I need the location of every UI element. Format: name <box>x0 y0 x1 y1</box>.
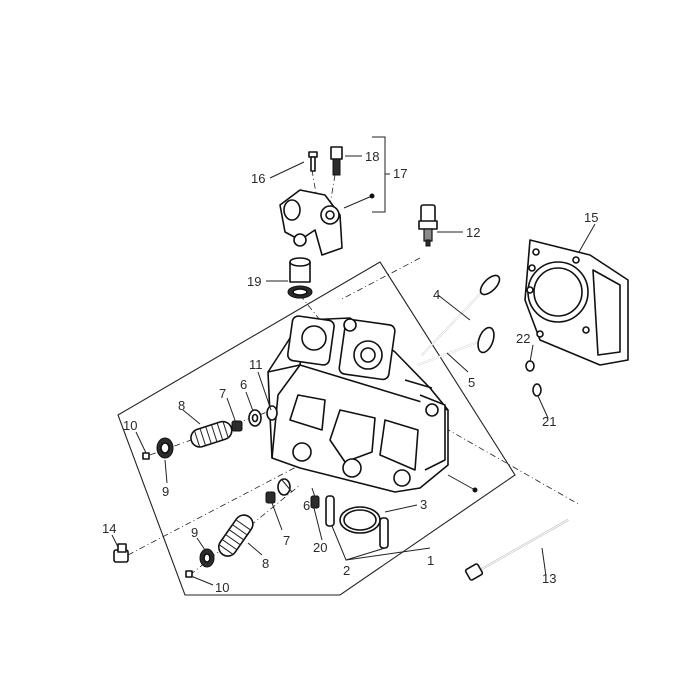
axis-line-thermo <box>299 294 321 321</box>
callout-7-upper: 7 <box>219 386 226 401</box>
callout-10-lower: 10 <box>215 580 229 595</box>
axis-line-spark <box>339 257 421 301</box>
axis-line-plug <box>127 464 301 556</box>
temperature-sensor <box>418 204 438 247</box>
retainer-lower <box>199 548 215 568</box>
callout-14: 14 <box>102 521 116 536</box>
assembly-boundary <box>117 261 516 596</box>
callout-12: 12 <box>466 225 480 240</box>
callout-6-lower: 6 <box>303 498 310 513</box>
fitting-18 <box>330 146 343 176</box>
seal-20 <box>310 495 320 509</box>
callout-10-upper: 10 <box>123 418 137 433</box>
exhaust-valve <box>421 274 501 356</box>
callout-8-lower: 8 <box>262 556 269 571</box>
callout-19: 19 <box>247 274 261 289</box>
axis-line-bolt <box>444 427 581 506</box>
spring-seat-upper <box>248 409 262 427</box>
o-ring-3 <box>339 506 381 534</box>
callout-16: 16 <box>251 171 265 186</box>
head-bolt <box>464 519 569 581</box>
callout-5: 5 <box>468 375 475 390</box>
dowel-pin-21 <box>532 383 542 397</box>
callouts: 1 2 3 4 5 6 6 7 7 8 8 9 9 10 10 11 12 13… <box>102 149 598 595</box>
callout-11: 11 <box>249 357 263 372</box>
callout-1: 1 <box>427 553 434 568</box>
callout-7-lower: 7 <box>283 533 290 548</box>
callout-3: 3 <box>420 497 427 512</box>
thermostat-housing <box>279 189 343 256</box>
callout-22: 22 <box>516 331 530 346</box>
head-gasket <box>524 239 629 366</box>
dowel-pin-22 <box>525 360 535 372</box>
shim-11 <box>266 405 278 421</box>
thermostat <box>287 257 313 299</box>
collet-upper <box>142 452 150 460</box>
callout-6-upper: 6 <box>240 377 247 392</box>
spring-seat-lower <box>277 478 291 496</box>
callout-21: 21 <box>542 414 556 429</box>
callout-13: 13 <box>542 571 556 586</box>
callout-18: 18 <box>365 149 379 164</box>
valve-spring-lower <box>217 514 254 557</box>
screw-16 <box>308 151 318 172</box>
valve-stem-seal-upper <box>231 420 243 432</box>
collet-lower <box>185 570 193 578</box>
callout-9-lower: 9 <box>191 525 198 540</box>
axis-line-screw <box>329 174 336 206</box>
cylinder-head <box>267 315 449 493</box>
valve-stem-seal-lower <box>265 491 276 504</box>
callout-17: 17 <box>393 166 407 181</box>
axis-line-valve-right <box>189 484 301 576</box>
callout-8-upper: 8 <box>178 398 185 413</box>
leader-lines <box>111 136 596 586</box>
dowel-pins-2 <box>325 495 389 549</box>
retainer-upper <box>156 437 174 459</box>
valve-spring-upper <box>190 420 233 448</box>
callout-4: 4 <box>433 287 440 302</box>
callout-2: 2 <box>343 563 350 578</box>
callout-9-upper: 9 <box>162 484 169 499</box>
plug-14 <box>113 543 129 563</box>
callout-20: 20 <box>313 540 327 555</box>
intake-valve <box>417 326 495 366</box>
callout-15: 15 <box>584 210 598 225</box>
